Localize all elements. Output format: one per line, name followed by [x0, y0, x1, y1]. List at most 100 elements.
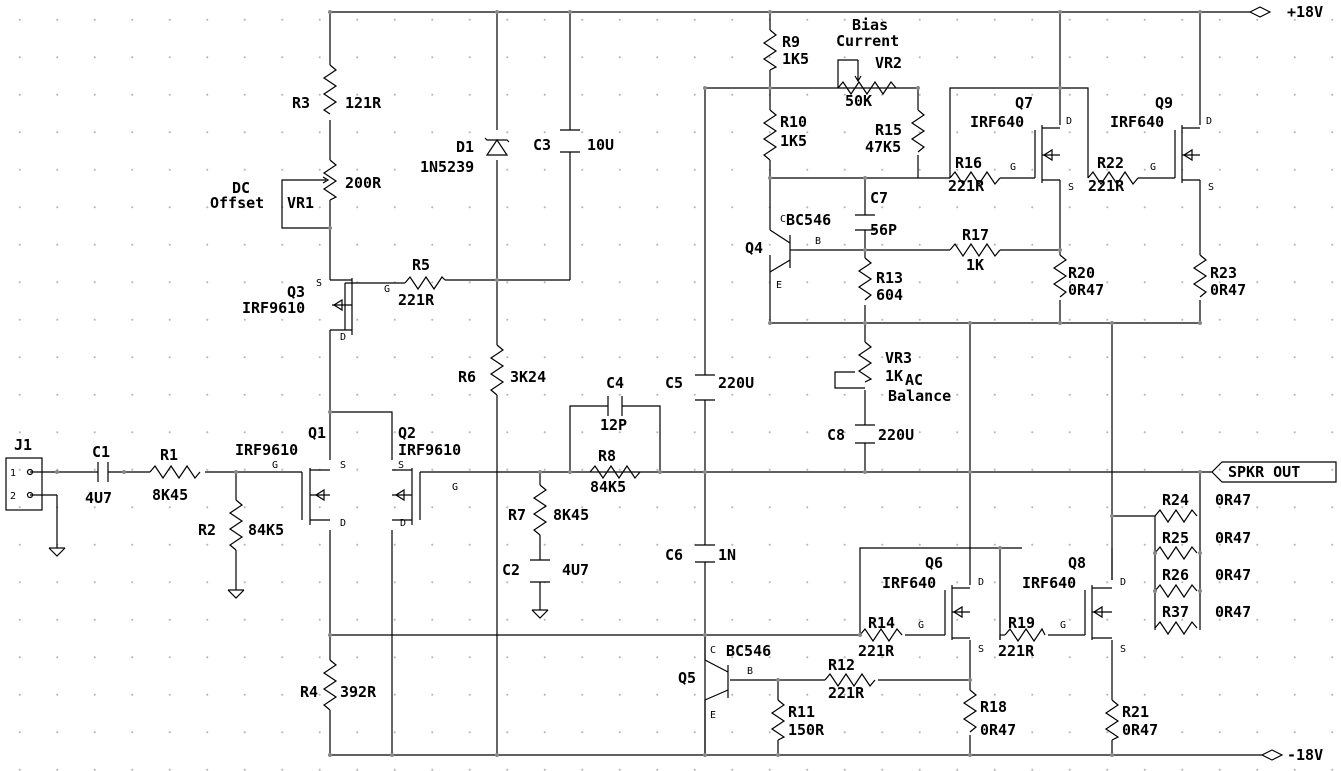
svg-text:Q8: Q8 — [1068, 554, 1086, 572]
svg-text:0R47: 0R47 — [1215, 529, 1251, 547]
svg-text:R21: R21 — [1122, 703, 1149, 721]
svg-text:D: D — [978, 577, 984, 588]
svg-text:S: S — [316, 278, 322, 289]
svg-text:IRF640: IRF640 — [1022, 574, 1076, 592]
vr1-pot — [322, 159, 338, 201]
svg-text:C5: C5 — [665, 374, 683, 392]
j1-ref: J1 — [14, 436, 32, 454]
svg-text:R15: R15 — [875, 121, 902, 139]
q3-mosfet — [330, 278, 353, 335]
q4-bjt — [769, 229, 795, 273]
svg-text:E: E — [710, 710, 716, 721]
r4-resistor — [322, 659, 338, 711]
svg-text:R22: R22 — [1097, 154, 1124, 172]
svg-text:R23: R23 — [1210, 264, 1237, 282]
svg-text:D: D — [1206, 116, 1212, 127]
svg-text:221R: 221R — [828, 684, 865, 702]
svg-text:R1: R1 — [160, 446, 178, 464]
pos-rail-arrow — [1249, 6, 1272, 18]
svg-text:R25: R25 — [1162, 529, 1189, 547]
r8-resistor — [589, 464, 641, 480]
svg-text:R26: R26 — [1162, 566, 1189, 584]
svg-text:1N5239: 1N5239 — [420, 158, 474, 176]
svg-text:84K5: 84K5 — [248, 521, 284, 539]
svg-text:IRF9610: IRF9610 — [242, 299, 305, 317]
svg-text:150R: 150R — [788, 721, 825, 739]
spkr-out-label: SPKR OUT — [1228, 463, 1300, 481]
r11-resistor — [770, 699, 786, 741]
svg-text:R12: R12 — [828, 656, 855, 674]
svg-text:Balance: Balance — [888, 387, 951, 405]
svg-text:R13: R13 — [876, 269, 903, 287]
r6-resistor — [489, 344, 505, 396]
vr1-wiper — [318, 176, 330, 184]
svg-text:121R: 121R — [345, 94, 382, 112]
r7-resistor — [532, 484, 548, 536]
r15-resistor — [910, 109, 926, 153]
svg-text:G: G — [384, 284, 390, 295]
svg-text:50K: 50K — [845, 92, 872, 110]
c4-capacitor — [607, 396, 623, 416]
symbols — [5, 6, 1337, 761]
r14-resistor — [859, 627, 903, 643]
svg-text:0R47: 0R47 — [980, 721, 1016, 739]
vr3-pot — [857, 341, 873, 383]
svg-text:221R: 221R — [398, 291, 435, 309]
r22-resistor — [1087, 170, 1139, 186]
svg-text:R20: R20 — [1068, 264, 1095, 282]
r13-resistor — [857, 257, 873, 301]
ground-r2 — [227, 589, 245, 599]
q5-bjt — [704, 659, 729, 701]
j1-connector — [5, 457, 43, 511]
svg-text:2: 2 — [10, 491, 16, 502]
c3-capacitor — [560, 129, 580, 153]
svg-text:B: B — [747, 666, 753, 677]
svg-text:0R47: 0R47 — [1215, 491, 1251, 509]
svg-text:Q1: Q1 — [308, 424, 326, 442]
svg-text:10U: 10U — [587, 136, 614, 154]
svg-text:C1: C1 — [92, 443, 110, 461]
svg-text:0R47: 0R47 — [1122, 721, 1158, 739]
svg-text:C2: C2 — [502, 561, 520, 579]
svg-text:R24: R24 — [1162, 491, 1189, 509]
svg-text:R14: R14 — [868, 614, 895, 632]
svg-text:BC546: BC546 — [726, 642, 771, 660]
ground-j1 — [48, 547, 66, 557]
svg-text:B: B — [815, 236, 821, 247]
svg-text:200R: 200R — [345, 174, 382, 192]
svg-text:0R47: 0R47 — [1215, 566, 1251, 584]
svg-text:R7: R7 — [508, 506, 526, 524]
svg-text:1N: 1N — [718, 546, 736, 564]
svg-text:C7: C7 — [870, 189, 888, 207]
junctions — [55, 10, 1202, 757]
svg-text:0R47: 0R47 — [1210, 281, 1246, 299]
r5-resistor — [404, 275, 446, 291]
svg-text:BC546: BC546 — [786, 211, 831, 229]
q7-mosfet — [1034, 125, 1060, 183]
r24-resistor — [1154, 508, 1198, 524]
r16-resistor — [949, 170, 1001, 186]
svg-text:D: D — [1120, 577, 1126, 588]
neg-rail-label: -18V — [1287, 746, 1323, 764]
svg-text:R16: R16 — [955, 154, 982, 172]
svg-text:221R: 221R — [1088, 177, 1125, 195]
r20-resistor — [1052, 254, 1068, 298]
q6-mosfet — [944, 585, 970, 640]
svg-text:DC: DC — [232, 179, 250, 197]
svg-text:G: G — [1010, 162, 1016, 173]
svg-text:G: G — [1150, 162, 1156, 173]
svg-text:221R: 221R — [948, 177, 985, 195]
c2-capacitor — [530, 559, 550, 583]
svg-text:4U7: 4U7 — [562, 561, 589, 579]
q1-mosfet — [270, 468, 330, 525]
wires — [30, 11, 1262, 756]
c1-capacitor — [97, 462, 109, 482]
svg-text:220U: 220U — [878, 426, 914, 444]
c5-capacitor — [695, 374, 715, 401]
svg-text:R9: R9 — [782, 33, 800, 51]
svg-text:D: D — [340, 518, 346, 529]
svg-text:R2: R2 — [198, 521, 216, 539]
svg-text:3K24: 3K24 — [510, 368, 546, 386]
r37-resistor — [1154, 620, 1198, 636]
